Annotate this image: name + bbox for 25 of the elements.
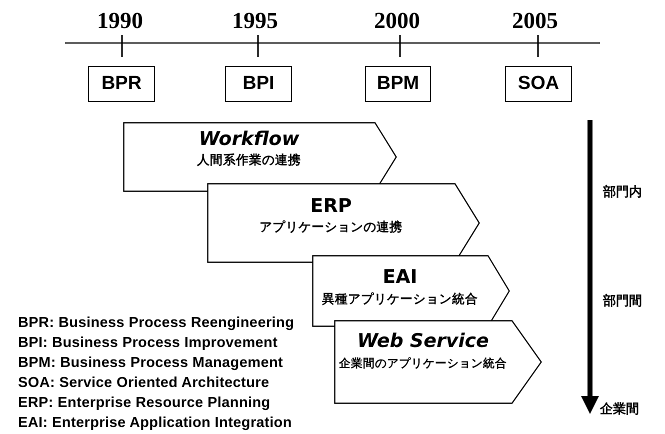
abbreviation-text: BPM: Business Process Management	[18, 355, 284, 371]
scope-label: 部門間	[603, 292, 642, 310]
stage-title: EAI	[382, 266, 418, 288]
abbreviation-text: EAI: Enterprise Application Integration	[18, 415, 292, 431]
year-label: 1995	[232, 8, 278, 34]
acronym-box: BPM	[365, 66, 431, 102]
stage-description: アプリケーションの連携	[258, 219, 404, 236]
acronym-box: SOA	[505, 66, 572, 102]
year-label: 1990	[97, 8, 143, 34]
acronym-box: BPR	[88, 66, 155, 102]
stage-description: 異種アプリケーション統合	[321, 291, 479, 308]
stage-title: Web Service	[356, 330, 490, 352]
abbreviation-text: ERP: Enterprise Resource Planning	[18, 395, 270, 411]
scope-label: 部門内	[603, 184, 642, 201]
stage-description: 人間系作業の連携	[196, 152, 302, 169]
abbreviation-text: BPI: Business Process Improvement	[18, 335, 278, 351]
year-label: 2005	[512, 8, 558, 34]
stage-title: Workflow	[198, 128, 300, 150]
abbreviation-text: BPR: Business Process Reengineering	[18, 315, 294, 331]
abbreviation-text: SOA: Service Oriented Architecture	[18, 375, 270, 391]
year-label: 2000	[374, 8, 420, 34]
acronym-box: BPI	[225, 66, 292, 102]
stage-description: 企業間のアプリケーション統合	[338, 356, 508, 371]
stage-title: ERP	[309, 195, 353, 217]
scope-label: 企業間	[600, 401, 639, 418]
